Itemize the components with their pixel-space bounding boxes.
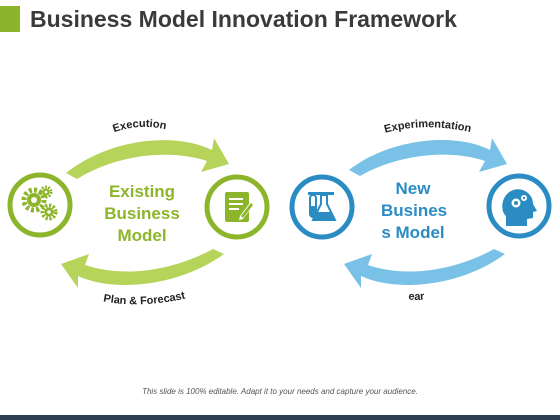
title-accent-bar <box>0 6 20 32</box>
head-gears-icon <box>486 173 552 239</box>
document-pen-icon <box>204 174 270 240</box>
existing-business-model-label: Existing Business Model <box>104 182 180 245</box>
experimentation-label: Experimentation <box>383 118 473 136</box>
execution-label: Execution <box>111 118 168 135</box>
gears-icon <box>7 172 73 238</box>
new-business-model-label: New Busines s Model <box>381 179 448 242</box>
learn-arrow <box>344 249 505 288</box>
plan-forecast-arrow <box>61 249 224 288</box>
footer-note: This slide is 100% editable. Adapt it to… <box>142 387 418 396</box>
slide-title: Business Model Innovation Framework <box>30 6 457 32</box>
execution-arrow <box>66 138 229 179</box>
lab-flasks-icon <box>289 174 355 240</box>
left-cycle: Execution Plan & Forecast <box>7 118 270 308</box>
bottom-bar <box>0 415 560 420</box>
plan-forecast-label: Plan & Forecast <box>103 290 187 308</box>
experimentation-arrow <box>349 138 507 176</box>
